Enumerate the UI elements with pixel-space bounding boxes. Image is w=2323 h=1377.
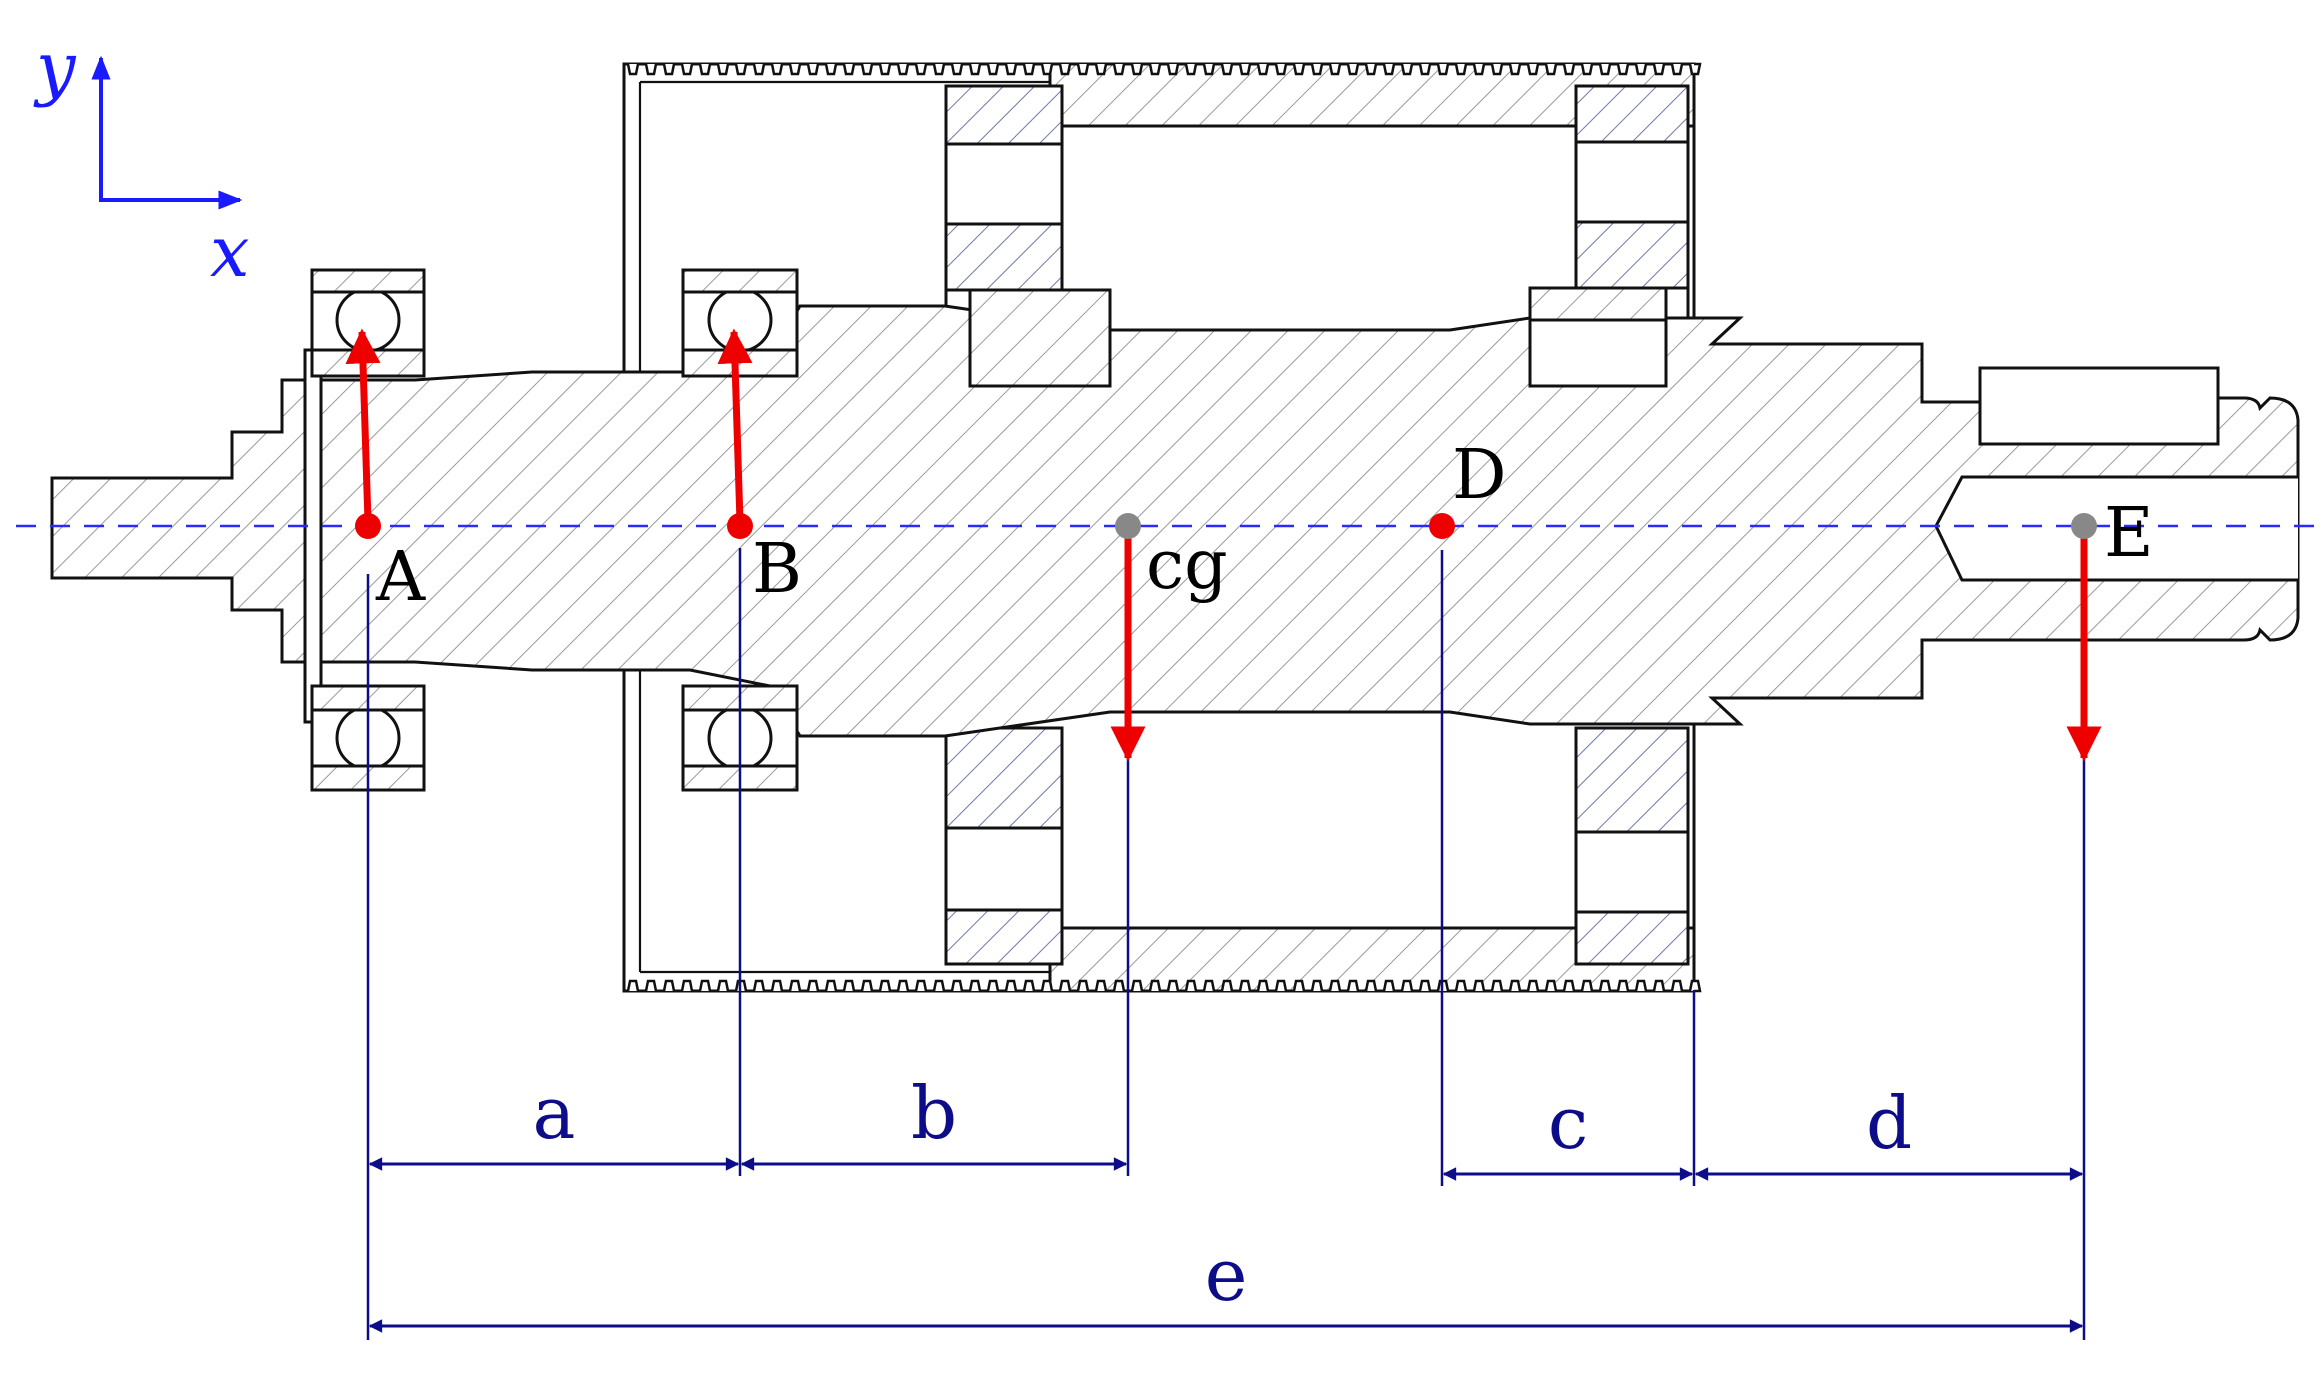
right-hub-key-inner <box>1528 286 1668 322</box>
dimension-label-a: a <box>533 1071 576 1155</box>
left-hub-ring-top-outer <box>944 84 1064 146</box>
point-cg <box>1115 513 1141 539</box>
dimension-label-e: e <box>1205 1233 1248 1317</box>
drum-knurl-top <box>624 62 1702 76</box>
bearing-b-top <box>681 268 799 378</box>
point-label-B: B <box>752 530 802 609</box>
point-label-E: E <box>2104 494 2154 573</box>
point-A <box>355 513 381 539</box>
dimension-label-b: b <box>911 1071 957 1155</box>
bearing-a-top <box>310 268 426 378</box>
shaft-collar-plate <box>303 348 323 724</box>
y-axis-label: y <box>33 27 77 109</box>
point-D <box>1429 513 1455 539</box>
right-hub-ring-bottom-inner <box>1574 726 1690 834</box>
left-hub-ring-bottom-inner <box>944 726 1064 830</box>
dimension-label-c: c <box>1548 1081 1588 1165</box>
coordinate-axes: y x <box>33 27 249 293</box>
right-hub-ring-bottom-outer <box>1574 910 1690 966</box>
left-hub-ring-top-mid <box>944 222 1064 292</box>
shaft <box>50 286 2300 738</box>
x-axis-label: x <box>210 211 249 293</box>
dimension-label-d: d <box>1866 1081 1912 1165</box>
drum-knurl-bottom <box>624 979 1702 993</box>
point-B <box>727 513 753 539</box>
right-hub-ring-top-mid <box>1574 220 1690 290</box>
shaft-keyway-key <box>1978 366 2220 446</box>
point-label-A: A <box>375 538 426 617</box>
point-label-cg: cg <box>1146 526 1228 605</box>
force-layer <box>345 328 2102 762</box>
point-label-D: D <box>1452 436 1507 515</box>
force-arrow-B <box>717 328 753 523</box>
dimension-layer: a b c d e <box>366 548 2086 1340</box>
point-E <box>2071 513 2097 539</box>
right-hub-ring-top-outer <box>1574 84 1690 144</box>
left-hub-key <box>968 288 1112 388</box>
force-arrow-A <box>345 328 381 523</box>
left-hub-ring-bottom-outer <box>944 908 1064 966</box>
